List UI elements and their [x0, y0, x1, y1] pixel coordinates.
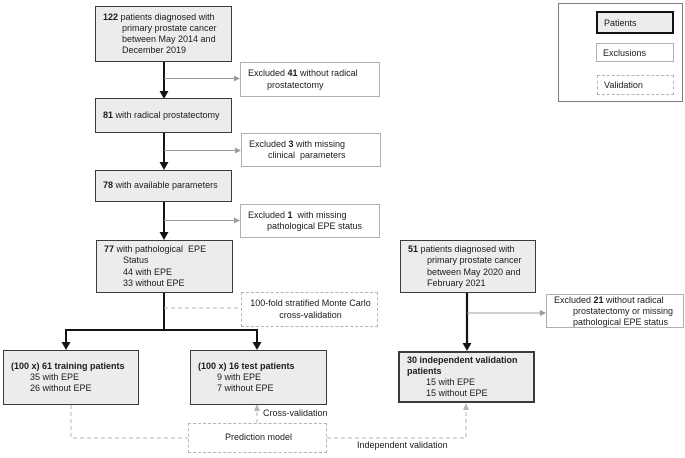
legend-label: Validation — [604, 80, 643, 90]
box-text-line: clinical parameters — [268, 150, 346, 160]
excluded-count: 3 — [288, 138, 294, 149]
box-text-line: pathological EPE status — [267, 221, 363, 231]
arrowhead-icon — [252, 342, 262, 350]
box-51-patients: 51 patients diagnosed with primary prost… — [400, 240, 536, 293]
patient-count: 51 — [408, 244, 419, 255]
box-monte-carlo: 100-fold stratified Monte Carlo cross-va… — [241, 292, 378, 327]
box-text-line: 51 patients diagnosed with — [408, 244, 530, 255]
legend-item-patients: Patients — [596, 11, 674, 34]
excluded-count: 1 — [287, 209, 293, 220]
line-text: with missing — [292, 209, 347, 220]
box-81-patients: 81 with radical prostatectomy — [95, 98, 232, 133]
box-test-patients: (100 x) 16 test patients 9 with EPE 7 wi… — [190, 350, 327, 405]
box-text-line: Excluded 41 without radical — [248, 68, 374, 79]
legend-label: Exclusions — [603, 47, 647, 58]
line-text: without radical — [603, 294, 664, 305]
arrowhead-icon — [61, 342, 71, 350]
box-text-line: primary prostate cancer — [427, 255, 522, 266]
patient-count: 77 — [104, 244, 115, 255]
box-text-line: 44 with EPE — [123, 266, 173, 277]
box-text-line: 30 independent validation — [407, 355, 528, 366]
box-text-line: December 2019 — [122, 45, 187, 56]
line-text: Excluded — [249, 138, 289, 149]
line-text: Excluded — [248, 209, 288, 220]
line-text: patients — [407, 366, 442, 376]
box-text-line: between May 2014 and — [122, 34, 216, 44]
line-text: with missing — [293, 138, 346, 149]
box-text-line: 9 with EPE — [217, 371, 262, 382]
patient-count: 122 — [103, 11, 119, 22]
box-text-line: cross-validation — [279, 309, 342, 320]
box-excluded-1: Excluded 1 with missing pathological EPE… — [240, 204, 380, 238]
box-text-line: Excluded 1 with missing — [248, 210, 374, 221]
box-text-line: 15 with EPE — [426, 377, 476, 387]
box-text-line: 35 with EPE — [30, 371, 80, 382]
label-independent-validation: Independent validation — [357, 440, 448, 450]
excluded-count: 41 — [287, 68, 298, 79]
box-122-patients: 122 patients diagnosed with primary pros… — [95, 6, 232, 62]
box-text-line: (100 x) 61 training patients — [11, 361, 133, 372]
box-text-line: Status — [123, 255, 149, 266]
line-text: (100 x) 16 test patients — [198, 360, 295, 371]
line-text: patients diagnosed with — [118, 11, 215, 22]
line-text: with radical prostatectomy — [113, 109, 220, 120]
box-text-line: primary prostate cancer — [122, 22, 217, 33]
line-text: with available parameters — [113, 180, 218, 191]
label-cross-validation: Cross-validation — [263, 408, 328, 418]
arrowhead-icon — [159, 232, 169, 240]
line-text: (100 x) 61 training patients — [11, 360, 125, 371]
box-text-line: prostatectomy — [267, 79, 324, 90]
box-text-line: 33 without EPE — [123, 277, 185, 288]
box-78-patients: 78 with available parameters — [95, 170, 232, 202]
arrowhead-icon — [463, 403, 469, 410]
box-text-line: 7 without EPE — [217, 383, 274, 394]
box-text-line: patients — [407, 366, 528, 377]
arrow-prediction-to-validation — [327, 409, 467, 439]
box-excluded-41: Excluded 41 without radical prostatectom… — [240, 62, 380, 97]
box-text-line: 26 without EPE — [30, 383, 92, 394]
box-text-line: 122 patients diagnosed with — [103, 12, 226, 23]
box-text-line: prostatectomy or missing — [573, 305, 674, 316]
box-77-patients: 77 with pathological EPE Status 44 with … — [96, 240, 233, 293]
box-text-line: 100-fold stratified Monte Carlo — [250, 298, 371, 309]
box-validation-patients: 30 independent validation patients 15 wi… — [398, 351, 535, 403]
legend-item-exclusions: Exclusions — [596, 43, 674, 62]
arrowhead-icon — [159, 162, 169, 170]
box-text-line: Excluded 3 with missing — [249, 139, 375, 150]
box-prediction-model: Prediction model — [188, 423, 327, 453]
line-text: without radical — [297, 68, 358, 79]
line-text: with pathological EPE — [114, 244, 207, 255]
box-excluded-21: Excluded 21 without radical prostatectom… — [546, 294, 684, 328]
patient-count: 81 — [103, 109, 114, 120]
box-text-line: between May 2020 and — [427, 266, 521, 277]
excluded-count: 21 — [593, 294, 604, 305]
line-text: patients diagnosed with — [418, 244, 515, 255]
arrowhead-icon — [254, 404, 260, 411]
box-text-line: Prediction model — [224, 432, 293, 443]
box-text-line: 15 without EPE — [426, 388, 488, 398]
arrowhead-icon — [462, 343, 472, 351]
patient-count: 78 — [103, 180, 114, 191]
box-training-patients: (100 x) 61 training patients 35 with EPE… — [3, 350, 139, 405]
line-text: Excluded — [554, 294, 594, 305]
line-text: 30 independent validation — [407, 355, 518, 365]
box-text-line: February 2021 — [427, 277, 486, 288]
legend-item-validation: Validation — [597, 75, 674, 95]
line-training-to-prediction — [70, 405, 188, 439]
legend: Patients Exclusions Validation — [558, 3, 683, 102]
box-text-line: 78 with available parameters — [103, 180, 226, 191]
legend-label: Patients — [604, 17, 637, 28]
box-text-line: pathological EPE status — [573, 316, 669, 327]
box-excluded-3: Excluded 3 with missing clinical paramet… — [241, 133, 381, 167]
line-text: Excluded — [248, 68, 288, 79]
box-text-line: 77 with pathological EPE — [104, 244, 227, 255]
box-text-line: Excluded 21 without radical — [554, 295, 678, 306]
box-text-line: 81 with radical prostatectomy — [103, 110, 226, 121]
box-text-line: (100 x) 16 test patients — [198, 361, 321, 372]
